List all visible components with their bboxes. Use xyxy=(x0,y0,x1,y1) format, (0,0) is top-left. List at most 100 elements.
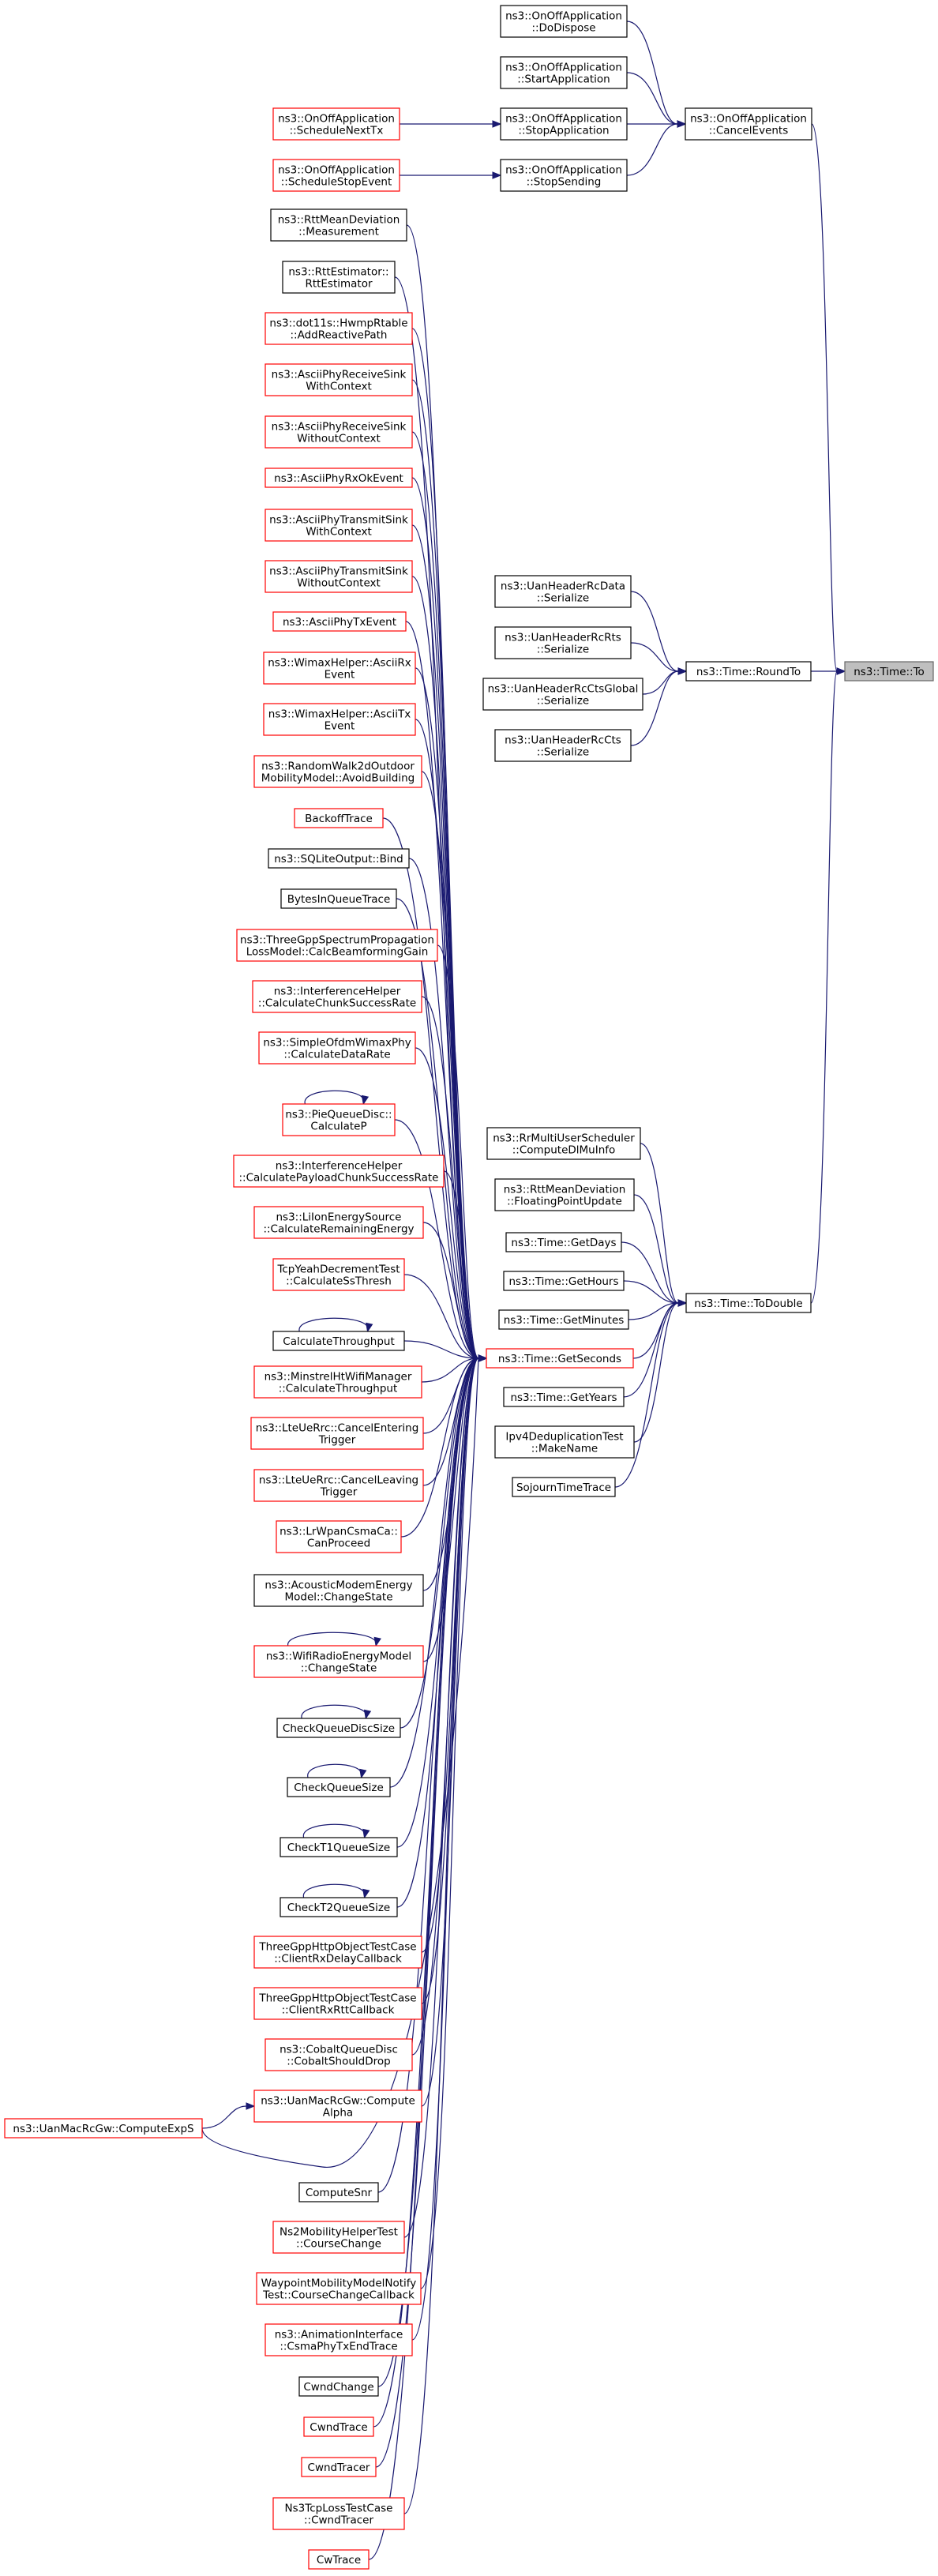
node-box xyxy=(512,1477,616,1497)
node-sojourn[interactable]: SojournTimeTrace xyxy=(512,1477,616,1497)
node-threegpprxrtt[interactable]: ThreeGppHttpObjectTestCase::ClientRxRttC… xyxy=(253,1987,422,2020)
edge-sojourn-to-todouble xyxy=(614,1299,688,1488)
node-label: CheckQueueDiscSize xyxy=(283,1722,395,1735)
node-ipv4dedup[interactable]: Ipv4DeduplicationTest::MakeName xyxy=(494,1425,635,1459)
edge-calcthroughput-to-calcthroughput xyxy=(298,1317,373,1333)
node-checkqueuedisc[interactable]: CheckQueueDiscSize xyxy=(276,1718,401,1738)
node-lrwpan[interactable]: ns3::LrWpanCsmaCa::CanProceed xyxy=(276,1520,402,1553)
node-sqlite[interactable]: ns3::SQLiteOutput::Bind xyxy=(268,848,410,869)
node-tcpyeah[interactable]: TcpYeahDecrementTest::CalculateSsThresh xyxy=(272,1258,405,1291)
edge-line xyxy=(201,2105,247,2129)
node-calcthroughput[interactable]: CalculateThroughput xyxy=(272,1331,405,1351)
node-asciirxok[interactable]: ns3::AsciiPhyRxOkEvent xyxy=(265,468,413,488)
node-label: WithoutContext xyxy=(297,577,381,590)
edge-line xyxy=(422,1222,479,1359)
node-checkqueue[interactable]: CheckQueueSize xyxy=(287,1777,391,1797)
node-box xyxy=(272,107,400,141)
node-getseconds[interactable]: ns3::Time::GetSeconds xyxy=(486,1348,634,1369)
node-ns3tcploss[interactable]: Ns3TcpLossTestCase::CwndTracer xyxy=(272,2497,405,2530)
node-rttmeasure[interactable]: ns3::RttMeanDeviation::Measurement xyxy=(270,208,407,242)
node-computesnr[interactable]: ComputeSnr xyxy=(298,2182,379,2202)
node-ns2mobility[interactable]: Ns2MobilityHelperTest::CourseChange xyxy=(272,2221,405,2254)
node-bytesinqueue[interactable]: BytesInQueueTrace xyxy=(280,888,397,909)
node-interfpayload[interactable]: ns3::InterferenceHelper::CalculatePayloa… xyxy=(233,1155,445,1188)
node-rttfloating[interactable]: ns3::RttMeanDeviation::FloatingPointUpda… xyxy=(494,1178,635,1211)
node-hwmp[interactable]: ns3::dot11s::HwmpRtable::AddReactivePath xyxy=(265,312,413,345)
edge-line xyxy=(626,21,678,125)
node-dodispose[interactable]: ns3::OnOffApplication::DoDispose xyxy=(500,5,628,38)
edge-checkt1-to-checkt1 xyxy=(302,1823,370,1839)
node-piequeue[interactable]: ns3::PieQueueDisc::CalculateP xyxy=(282,1103,396,1136)
node-waypoint[interactable]: WaypointMobilityModelNotifyTest::CourseC… xyxy=(256,2272,422,2305)
edge-line xyxy=(810,670,838,1304)
node-wifiradio[interactable]: ns3::WifiRadioEnergyModel::ChangeState xyxy=(253,1645,424,1678)
node-backoff[interactable]: BackoffTrace xyxy=(294,808,384,828)
node-label: ns3::AsciiPhyTxEvent xyxy=(283,616,396,629)
node-getminutes[interactable]: ns3::Time::GetMinutes xyxy=(498,1309,629,1330)
node-cobalt[interactable]: ns3::CobaltQueueDisc::CobaltShouldDrop xyxy=(265,2038,413,2071)
node-threegppspectrum[interactable]: ns3::ThreeGppSpectrumPropagationLossMode… xyxy=(236,929,438,962)
node-label: ::StartApplication xyxy=(517,73,610,86)
node-getyears[interactable]: ns3::Time::GetYears xyxy=(503,1387,625,1407)
node-interfchunk[interactable]: ns3::InterferenceHelper::CalculateChunkS… xyxy=(252,980,422,1013)
node-checkt2[interactable]: CheckT2QueueSize xyxy=(280,1897,398,1917)
node-asciitxevent[interactable]: ns3::AsciiPhyTxEvent xyxy=(272,611,407,632)
edge-line xyxy=(287,1632,377,1647)
edge-rttfloating-to-todouble xyxy=(633,1194,688,1307)
edge-rrmulti-to-todouble xyxy=(640,1143,688,1307)
node-cwndtrace[interactable]: CwndTrace xyxy=(303,2416,374,2437)
node-label: RttEstimator xyxy=(305,278,373,291)
node-rrmulti[interactable]: ns3::RrMultiUserScheduler::ComputeDlMuIn… xyxy=(486,1127,641,1160)
node-box xyxy=(486,1127,641,1160)
node-label: Model::ChangeState xyxy=(284,1591,392,1604)
node-uanrcrts[interactable]: ns3::UanHeaderRcRts::Serialize xyxy=(494,626,632,659)
node-todouble[interactable]: ns3::Time::ToDouble xyxy=(685,1293,812,1313)
node-schedstopevent[interactable]: ns3::OnOffApplication::ScheduleStopEvent xyxy=(272,159,400,192)
node-uanrcctsglobal[interactable]: ns3::UanHeaderRcCtsGlobal::Serialize xyxy=(482,678,643,711)
node-threegpprxdelay[interactable]: ThreeGppHttpObjectTestCase::ClientRxDela… xyxy=(253,1936,422,1969)
node-acoustic[interactable]: ns3::AcousticModemEnergyModel::ChangeSta… xyxy=(253,1574,424,1607)
node-label: ns3::LteUeRrc::CancelEntering xyxy=(256,1422,419,1435)
node-roundto[interactable]: ns3::Time::RoundTo xyxy=(685,661,812,682)
node-randomwalk[interactable]: ns3::RandomWalk2dOutdoorMobilityModel::A… xyxy=(253,755,422,788)
node-liion[interactable]: ns3::LiIonEnergySource::CalculateRemaini… xyxy=(253,1206,424,1239)
node-checkt1[interactable]: CheckT1QueueSize xyxy=(280,1837,398,1857)
edge-line xyxy=(400,1357,479,1729)
edge-line xyxy=(421,1357,479,2107)
node-startapp[interactable]: ns3::OnOffApplication::StartApplication xyxy=(500,56,628,89)
node-rttestimator[interactable]: ns3::RttEstimator::RttEstimator xyxy=(282,261,396,294)
node-minstrel[interactable]: ns3::MinstrelHtWifiManager::CalculateThr… xyxy=(253,1365,422,1399)
node-stopsending[interactable]: ns3::OnOffApplication::StopSending xyxy=(500,159,628,192)
node-simpleofdm[interactable]: ns3::SimpleOfdmWimaxPhy::CalculateDataRa… xyxy=(258,1031,416,1065)
node-cancelevents[interactable]: ns3::OnOffApplication::CancelEvents xyxy=(685,107,812,141)
node-box xyxy=(280,1837,398,1857)
edge-checkqueuedisc-to-checkqueuedisc xyxy=(301,1704,372,1720)
node-cwndchange[interactable]: CwndChange xyxy=(298,2376,379,2397)
node-uanrccts[interactable]: ns3::UanHeaderRcCts::Serialize xyxy=(494,729,632,762)
node-box xyxy=(503,1271,625,1291)
edge-line xyxy=(623,1280,679,1304)
node-animation[interactable]: ns3::AnimationInterface::CsmaPhyTxEndTra… xyxy=(265,2323,413,2356)
node-uanrcdata[interactable]: ns3::UanHeaderRcData::Serialize xyxy=(494,575,632,608)
node-label: ns3::LiIonEnergySource xyxy=(276,1211,402,1224)
node-getdays[interactable]: ns3::Time::GetDays xyxy=(505,1232,622,1252)
edge-line xyxy=(302,1823,366,1838)
node-label: ::ComputeDlMuInfo xyxy=(512,1144,616,1157)
node-stopapp[interactable]: ns3::OnOffApplication::StopApplication xyxy=(500,107,628,141)
edge-piequeue-to-piequeue xyxy=(304,1090,370,1106)
node-schednexttx[interactable]: ns3::OnOffApplication::ScheduleNextTx xyxy=(272,107,400,141)
node-to[interactable]: ns3::Time::To xyxy=(844,661,934,682)
node-uancomputeexp[interactable]: ns3::UanMacRcGw::ComputeExpS xyxy=(4,2118,203,2139)
node-gethours[interactable]: ns3::Time::GetHours xyxy=(503,1271,625,1291)
node-cwtrace[interactable]: CwTrace xyxy=(308,2549,370,2570)
node-cwndtracer[interactable]: CwndTracer xyxy=(301,2457,377,2477)
